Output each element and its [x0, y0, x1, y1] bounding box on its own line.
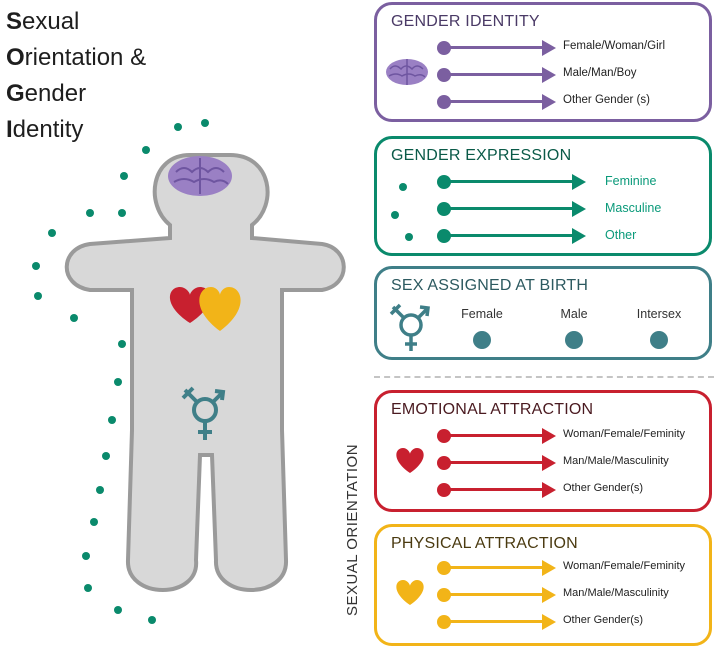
sexual-orientation-label: SEXUAL ORIENTATION	[344, 443, 361, 617]
sex-option-label: Male	[560, 307, 588, 321]
dot-icon	[405, 233, 413, 241]
box-title: SEX ASSIGNED AT BIRTH	[391, 277, 589, 294]
identity-row: Male/Man/Boy	[377, 65, 709, 85]
physical-row: Man/Male/Masculinity	[377, 585, 709, 605]
box-title: PHYSICAL ATTRACTION	[391, 535, 578, 552]
brain-icon	[386, 59, 428, 85]
body-silhouette	[64, 153, 346, 592]
title-line-1: Sexual	[6, 8, 80, 35]
heart-icon	[396, 448, 424, 473]
expression-row: Masculine	[377, 199, 709, 219]
title-line-2: Orientation &	[6, 44, 147, 71]
yellow-heart-icon	[199, 287, 241, 331]
physical-row: Woman/Female/Feminity	[377, 558, 709, 578]
box-title: GENDER EXPRESSION	[391, 147, 572, 164]
transgender-symbol-icon	[389, 303, 430, 351]
gender-expression-box: GENDER EXPRESSION Feminine Masculine Oth…	[374, 136, 712, 256]
title-line-3: Gender	[6, 80, 87, 107]
sex-option-label: Intersex	[636, 307, 682, 321]
expression-row: Feminine	[377, 172, 709, 192]
brain-icon	[168, 156, 232, 196]
dot-icon	[391, 211, 399, 219]
heart-icon	[396, 580, 424, 605]
emotional-attraction-box: EMOTIONAL ATTRACTION Woman/Female/Femini…	[374, 390, 712, 512]
section-divider	[374, 376, 714, 378]
box-title: EMOTIONAL ATTRACTION	[391, 401, 594, 418]
sex-option-dot	[650, 331, 668, 349]
page-title: Sexual Orientation & Gender Identity	[6, 4, 146, 148]
sex-option-dot	[473, 331, 491, 349]
box-title: GENDER IDENTITY	[391, 13, 540, 30]
sex-option-label: Female	[461, 307, 503, 321]
identity-row: Other Gender (s)	[377, 92, 709, 112]
physical-row: Other Gender(s)	[377, 612, 709, 632]
sex-assigned-box: SEX ASSIGNED AT BIRTH Female Male Inters…	[374, 266, 712, 360]
emotional-row: Other Gender(s)	[377, 480, 709, 500]
title-line-4: Identity	[6, 116, 84, 143]
gender-expression-dots	[32, 119, 209, 624]
emotional-row: Man/Male/Masculinity	[377, 453, 709, 473]
emotional-row: Woman/Female/Feminity	[377, 426, 709, 446]
identity-row: Female/Woman/Girl	[377, 38, 709, 58]
physical-attraction-box: PHYSICAL ATTRACTION Woman/Female/Feminit…	[374, 524, 712, 646]
human-figure	[32, 119, 346, 624]
sex-option-dot	[565, 331, 583, 349]
expression-row: Other	[377, 226, 709, 246]
transgender-symbol-icon	[181, 386, 226, 440]
dot-icon	[399, 183, 407, 191]
gender-identity-box: GENDER IDENTITY Female/Woman/Girl Male/M…	[374, 2, 712, 122]
